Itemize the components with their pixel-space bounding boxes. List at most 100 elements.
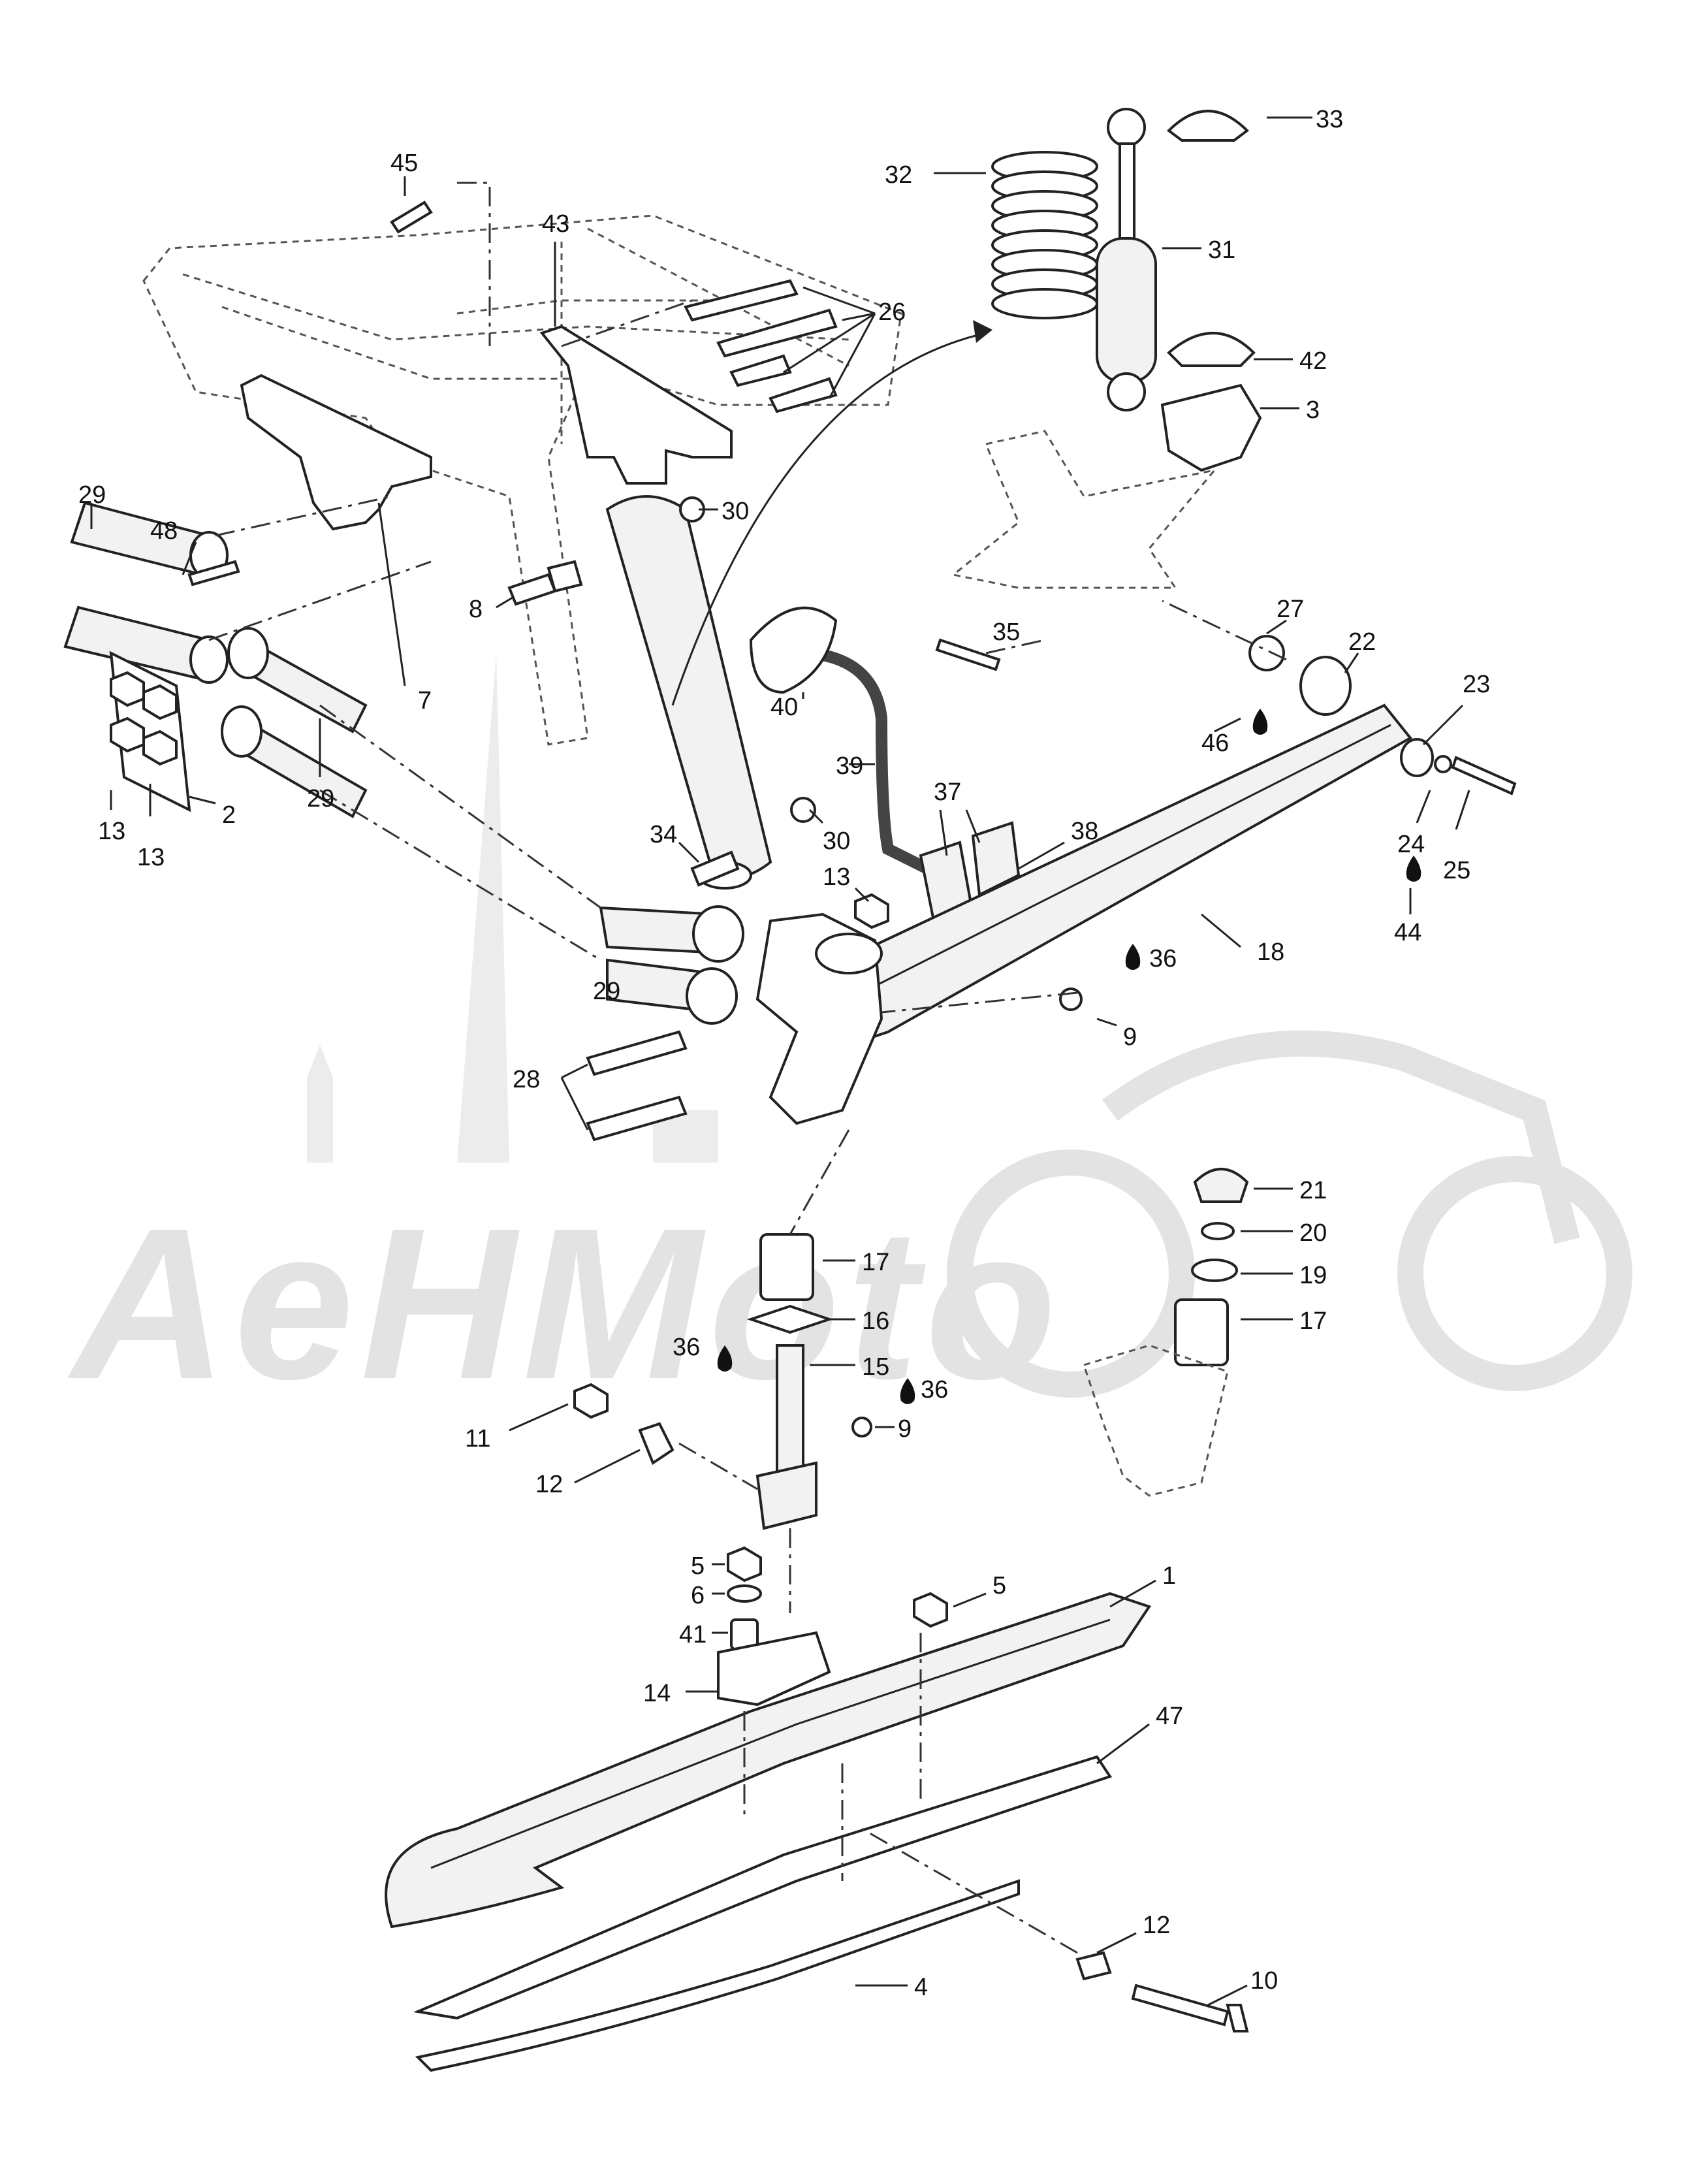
- cap-21: [1193, 1168, 1249, 1203]
- radius-rods-29: [221, 627, 744, 1025]
- grease-drops: [717, 709, 1421, 1404]
- callout-30-mid: 30: [823, 827, 850, 855]
- nut-30-lower: [790, 797, 816, 823]
- callout-47: 47: [1156, 1703, 1183, 1730]
- assembly-centerlines: [208, 182, 1287, 1954]
- callout-labels: 45 43 26 32 33 31 42 3 29 48 30 8 7 27 2…: [78, 106, 1490, 2001]
- callout-4: 4: [914, 1974, 928, 2001]
- skid-bracket-14: [717, 1631, 831, 1707]
- rear-shock-assembly: [605, 495, 772, 890]
- nuts-13: [110, 671, 178, 766]
- watermark-text: AeHMoto: [65, 1183, 1063, 1424]
- callout-25: 25: [1443, 857, 1470, 884]
- ring-20: [1201, 1222, 1235, 1240]
- callout-13-b: 13: [137, 844, 165, 871]
- washer-24: [1434, 755, 1452, 773]
- bushing-17b: [1174, 1298, 1229, 1366]
- callout-44: 44: [1394, 919, 1421, 946]
- bolt-25: [1451, 756, 1517, 795]
- grease-fitting-9a: [1059, 988, 1083, 1011]
- clamp-38: [971, 821, 1021, 897]
- callout-5-left: 5: [691, 1552, 705, 1580]
- bushing-22: [1299, 656, 1352, 716]
- assembly-arrow-head: [973, 320, 992, 343]
- callout-22: 22: [1348, 628, 1376, 656]
- trailing-arm-18: [827, 703, 1413, 1047]
- bracket-43: [539, 325, 733, 485]
- callout-13-a: 13: [98, 818, 125, 845]
- steering-bracket: [951, 430, 1217, 589]
- bushing-23: [1400, 738, 1434, 777]
- washer-6: [727, 1584, 762, 1603]
- arm-tube-top: [815, 933, 883, 974]
- rivet-45: [390, 201, 433, 234]
- trailing-arm-18-edge: [848, 724, 1391, 1001]
- callout-16: 16: [862, 1308, 889, 1335]
- bushing-12a: [638, 1422, 674, 1466]
- callout-6: 6: [691, 1582, 705, 1609]
- bolts-28: [586, 1030, 688, 1142]
- grease-fitting-9b: [851, 1417, 872, 1437]
- spindle-block: [755, 1461, 817, 1530]
- callout-34: 34: [650, 821, 677, 848]
- callout-11: 11: [465, 1425, 490, 1453]
- callout-40: 40: [770, 694, 798, 721]
- nut-5a: [727, 1546, 762, 1582]
- upper-rods-29: [63, 501, 229, 684]
- bolts-26: [684, 279, 838, 413]
- nut-11: [573, 1383, 609, 1419]
- shock-absorber-31: [1096, 108, 1157, 411]
- callout-38: 38: [1071, 818, 1098, 845]
- callout-41: 41: [679, 1621, 706, 1648]
- assembly-arrow: [671, 332, 987, 706]
- bushing-12b: [1075, 1951, 1112, 1981]
- callout-2: 2: [222, 801, 236, 829]
- callout-7: 7: [418, 687, 432, 715]
- callout-23: 23: [1463, 671, 1490, 698]
- callout-12-low: 12: [1143, 1912, 1170, 1939]
- callout-35: 35: [992, 618, 1020, 646]
- plate-40: [749, 606, 838, 694]
- callout-17-right: 17: [1299, 1308, 1327, 1335]
- callout-19: 19: [1299, 1262, 1327, 1289]
- callout-32: 32: [885, 161, 912, 189]
- wear-bar-4: [415, 1879, 1020, 2072]
- callout-8: 8: [469, 596, 483, 623]
- callout-17-centre: 17: [862, 1249, 889, 1276]
- knuckle-outline: [1083, 1344, 1229, 1497]
- star-3: [1160, 383, 1262, 472]
- callout-14: 14: [643, 1680, 671, 1707]
- callout-39: 39: [836, 752, 863, 780]
- rivet-35: [935, 638, 1001, 671]
- nut-5b: [913, 1592, 948, 1628]
- callout-36-left: 36: [673, 1334, 700, 1361]
- callout-9-top: 9: [1123, 1023, 1137, 1051]
- watermark-motorcycle-frame: [1102, 1030, 1580, 1244]
- callout-28: 28: [513, 1066, 540, 1093]
- callout-20: 20: [1299, 1219, 1327, 1247]
- callout-18: 18: [1257, 939, 1284, 966]
- callout-43: 43: [542, 210, 569, 238]
- callout-46: 46: [1201, 730, 1229, 757]
- callout-29-mid: 29: [307, 785, 334, 812]
- callout-27: 27: [1277, 596, 1304, 623]
- ski-1: [385, 1592, 1152, 1929]
- bushing-17: [759, 1233, 814, 1301]
- callout-21: 21: [1299, 1177, 1327, 1204]
- callout-12-top: 12: [535, 1471, 563, 1498]
- sway-bar-39: [809, 647, 944, 881]
- callout-29-top: 29: [78, 481, 106, 509]
- callout-29-low: 29: [593, 978, 620, 1005]
- callout-26: 26: [878, 298, 906, 326]
- callout-33: 33: [1316, 106, 1343, 133]
- bolt-48: [187, 560, 240, 586]
- washer-19: [1191, 1259, 1238, 1282]
- watermark-skyline: [261, 653, 784, 1163]
- leader-lines: [90, 116, 1470, 2006]
- watermark-wheel-right: [1397, 1156, 1632, 1391]
- cup-42: [1167, 332, 1256, 367]
- spindle-15: [776, 1344, 804, 1477]
- watermark-wheel-left: [947, 1149, 1195, 1398]
- bolt-34: [690, 850, 740, 887]
